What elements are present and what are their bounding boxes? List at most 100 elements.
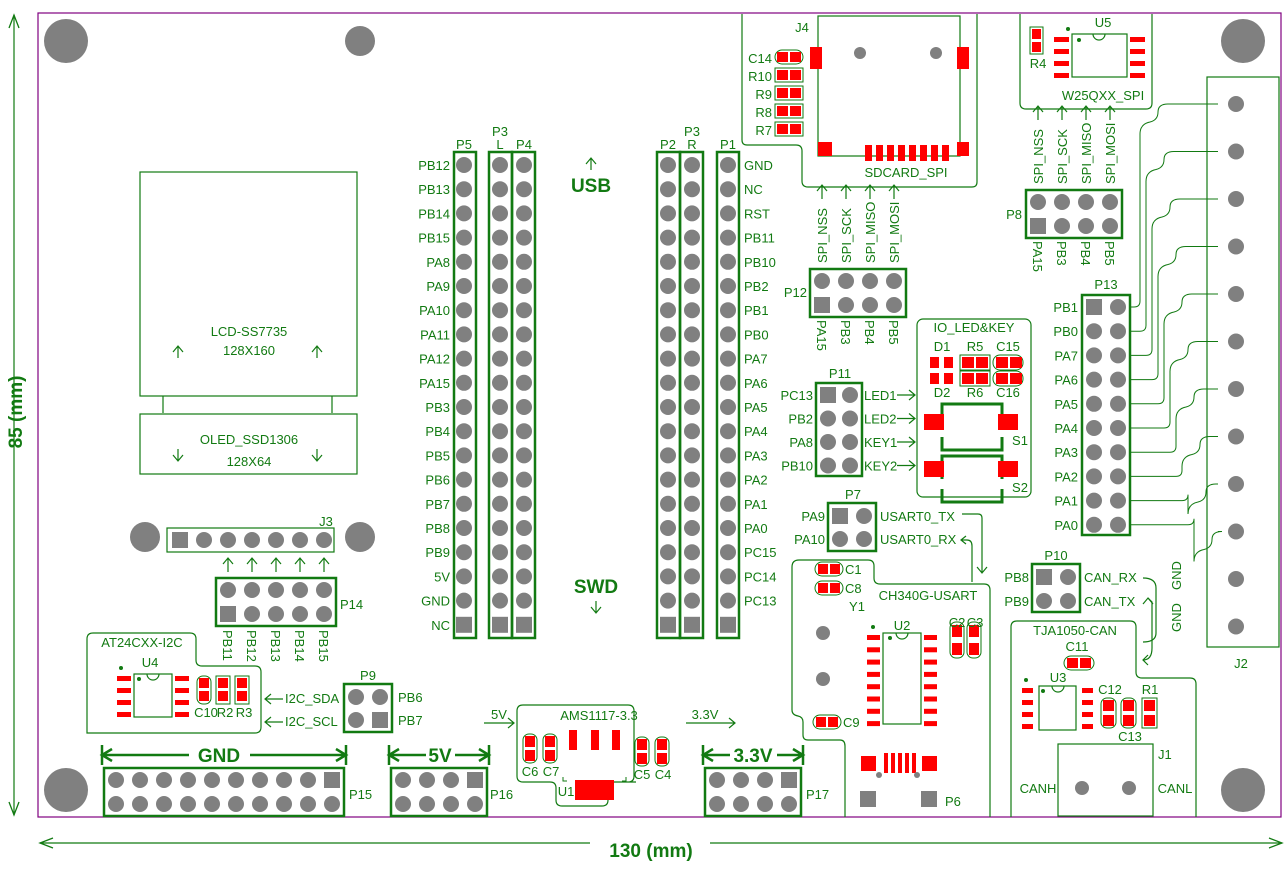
header-outline <box>487 150 514 640</box>
p15-pin <box>252 796 268 812</box>
pin-pad <box>684 592 700 609</box>
p3r-side: R <box>687 137 696 152</box>
p16-pin <box>467 796 483 812</box>
usart-name: CH340G-USART <box>879 588 978 603</box>
p15-pin <box>204 796 220 812</box>
p1-pin-label: PB11 <box>744 231 775 246</box>
p13-pin-label: PA6 <box>1054 373 1078 388</box>
pin-pad <box>1060 593 1076 609</box>
p17-pin <box>733 772 749 788</box>
power-headers <box>99 745 806 818</box>
y1-label: Y1 <box>849 599 865 614</box>
p15-pin <box>156 772 172 788</box>
p5-pin-label: PA11 <box>420 327 450 342</box>
p8-header: SPI_NSSPA15SPI_SCKPB3SPI_MISOPB4SPI_MOSI… <box>1024 105 1124 272</box>
pin-pad <box>660 278 676 294</box>
pin-pad <box>684 399 700 415</box>
p13-pin-label: PA3 <box>1054 445 1078 460</box>
pin-pad <box>1054 218 1070 234</box>
p15-pin <box>108 796 124 812</box>
pin-pad <box>862 273 878 289</box>
pin-pad <box>456 350 472 367</box>
trace <box>1130 341 1218 429</box>
p16-ref: P16 <box>490 787 513 802</box>
p7-ref: P7 <box>845 487 861 502</box>
io-led-key-block <box>916 318 1032 504</box>
p5-pin-label: 5V <box>434 569 450 584</box>
header-outline <box>102 766 346 818</box>
header-outline <box>214 576 338 628</box>
pin-pad <box>1078 194 1094 210</box>
trace <box>1130 103 1218 308</box>
j2-gnd-label-1: GND <box>1169 561 1184 590</box>
j2-pin <box>1228 96 1244 112</box>
pin-pad <box>456 205 472 222</box>
oled-resolution: 128X64 <box>227 454 272 469</box>
sdcard-name: SDCARD_SPI <box>864 165 947 180</box>
p1-pin-label: PA3 <box>744 448 768 463</box>
pin-pad <box>832 531 848 547</box>
p3r-ref: P3 <box>684 124 700 139</box>
pin-pad <box>292 582 308 598</box>
p7-pin-label: PA9 <box>801 509 825 524</box>
pin-pad <box>1110 444 1126 461</box>
pin-pad <box>660 495 676 512</box>
pin-pad <box>660 350 676 367</box>
p11-pin-label: PB2 <box>788 412 813 427</box>
pin-pad <box>720 495 736 512</box>
j2-connector <box>1206 76 1280 648</box>
pin-pad <box>492 205 508 222</box>
pin-pad <box>660 447 676 464</box>
ldo-name: AMS1117-3.3 <box>560 708 638 723</box>
p15-pin <box>132 772 148 788</box>
p5-pin-label: GND <box>421 594 450 609</box>
pin-pad <box>492 495 508 512</box>
pin-pad <box>660 520 676 536</box>
spi-pin-label: PB4 <box>1078 241 1093 266</box>
p5-pin-label: PB14 <box>418 206 450 221</box>
pin-pad <box>720 302 736 319</box>
p1-pin-label: PA1 <box>744 497 768 512</box>
j3-pin <box>292 532 308 548</box>
p1-pin-label: PB10 <box>744 255 776 270</box>
pin-pad <box>1086 468 1102 485</box>
p1-pin-label: PA0 <box>744 521 768 536</box>
header-outline <box>1024 188 1124 240</box>
p16-pin <box>443 772 459 788</box>
p5-pin-label: PB5 <box>425 448 450 463</box>
j4-ref: J4 <box>795 20 809 35</box>
p1-pin-label: PB0 <box>744 327 769 342</box>
header-outline <box>1080 293 1132 537</box>
pin-pad <box>684 157 700 173</box>
p1-pin-label: GND <box>744 158 773 173</box>
pin-pad <box>292 606 308 622</box>
pin-pad <box>516 592 532 609</box>
pin-pad <box>1054 194 1070 210</box>
pin-pad <box>820 434 836 450</box>
p14-ref: P14 <box>340 597 363 612</box>
pin-pad <box>456 374 472 391</box>
lcd-module <box>139 171 358 475</box>
pin-pad <box>372 689 388 705</box>
pin-pad <box>660 544 676 561</box>
p5-pin-label: PA8 <box>426 255 450 270</box>
pin-pad <box>492 471 508 488</box>
pin-pad <box>220 582 236 598</box>
j3-pin <box>172 532 188 548</box>
pin-pad <box>456 592 472 609</box>
r2-label: R2 <box>217 705 234 720</box>
p5-pin-label: PB6 <box>425 473 450 488</box>
width-dimension-label: 130 (mm) <box>609 841 692 862</box>
j2-pin <box>1228 286 1244 302</box>
pin-pad <box>720 326 736 343</box>
p13-pin-label: PA4 <box>1054 421 1078 436</box>
pin-pad <box>1102 194 1118 210</box>
header-outline <box>808 267 908 319</box>
pin-pad <box>492 326 508 343</box>
pin-pad <box>660 471 676 488</box>
j2-pin <box>1228 381 1244 397</box>
p14-pin-label: PB13 <box>268 630 283 662</box>
p17-pin <box>757 772 773 788</box>
